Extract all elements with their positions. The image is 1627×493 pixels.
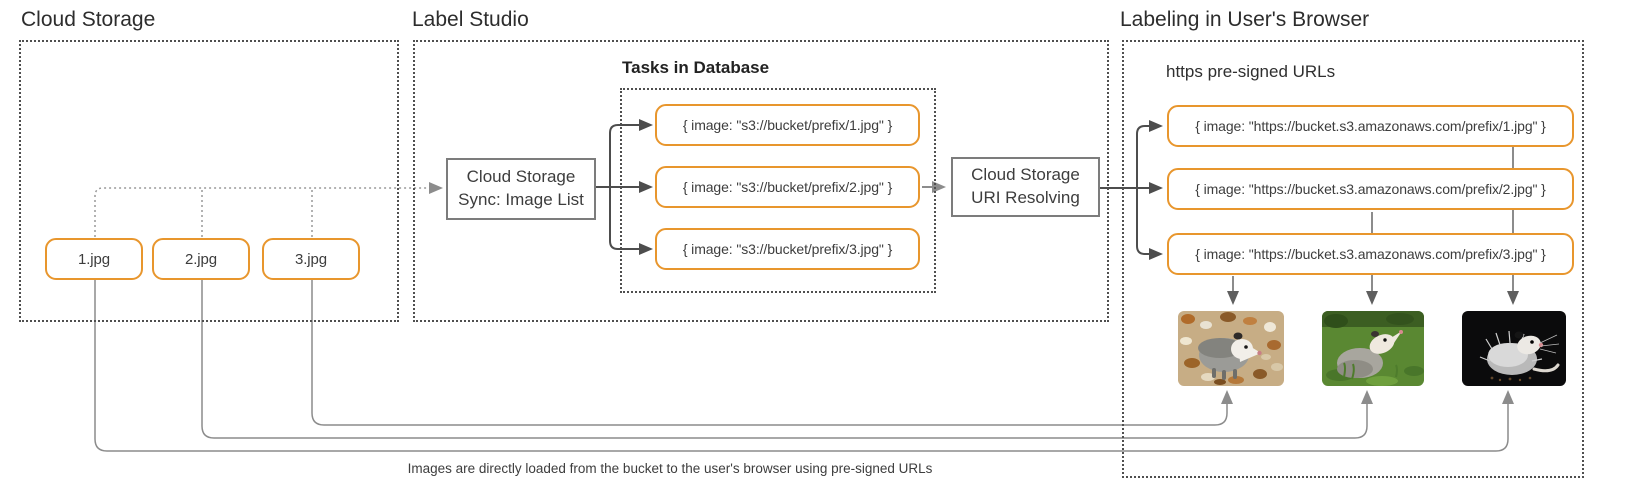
presigned-url-2: { image: "https://bucket.s3.amazonaws.co… — [1167, 168, 1574, 210]
label-studio-section-box — [413, 40, 1109, 322]
browser-section-title: Labeling in User's Browser — [1120, 8, 1370, 31]
task-record-2: { image: "s3://bucket/prefix/2.jpg" } — [655, 166, 920, 208]
tasks-in-database-title: Tasks in Database — [622, 58, 770, 77]
sync-box-line1: Cloud Storage — [466, 167, 576, 187]
cloud-storage-sync-box: Cloud Storage Sync: Image List — [446, 158, 596, 220]
sync-fork-arrows — [596, 119, 653, 255]
file-sync-dotted-connector — [94, 182, 443, 237]
presigned-urls-label: https pre-signed URLs — [1166, 62, 1336, 81]
cloud-storage-section-box — [19, 40, 399, 322]
diagram-caption: Images are directly loaded from the buck… — [407, 461, 933, 476]
presigned-url-3: { image: "https://bucket.s3.amazonaws.co… — [1167, 233, 1574, 275]
tasks-in-database-box — [620, 88, 936, 293]
opossum-photo-green-grass — [1322, 311, 1424, 386]
browser-section-box — [1122, 40, 1584, 478]
bucket-file-2: 2.jpg — [152, 238, 250, 280]
uri-resolving-box: Cloud Storage URI Resolving — [951, 157, 1100, 217]
bucket-file-1: 1.jpg — [45, 238, 143, 280]
uri-box-line2: URI Resolving — [971, 188, 1080, 207]
task-record-3: { image: "s3://bucket/prefix/3.jpg" } — [655, 228, 920, 270]
uri-box-line1: Cloud Storage — [971, 165, 1080, 185]
cloud-storage-section-title: Cloud Storage — [21, 8, 156, 31]
opossum-photo-black-background — [1462, 311, 1566, 386]
bucket-file-3: 3.jpg — [262, 238, 360, 280]
label-studio-section-title: Label Studio — [412, 8, 529, 31]
bucket-to-browser-curves — [94, 280, 1514, 452]
presigned-url-1: { image: "https://bucket.s3.amazonaws.co… — [1167, 105, 1574, 147]
task-record-1: { image: "s3://bucket/prefix/1.jpg" } — [655, 104, 920, 146]
opossum-photo-autumn-leaves — [1178, 311, 1284, 386]
sync-box-line2: Sync: Image List — [458, 190, 584, 209]
